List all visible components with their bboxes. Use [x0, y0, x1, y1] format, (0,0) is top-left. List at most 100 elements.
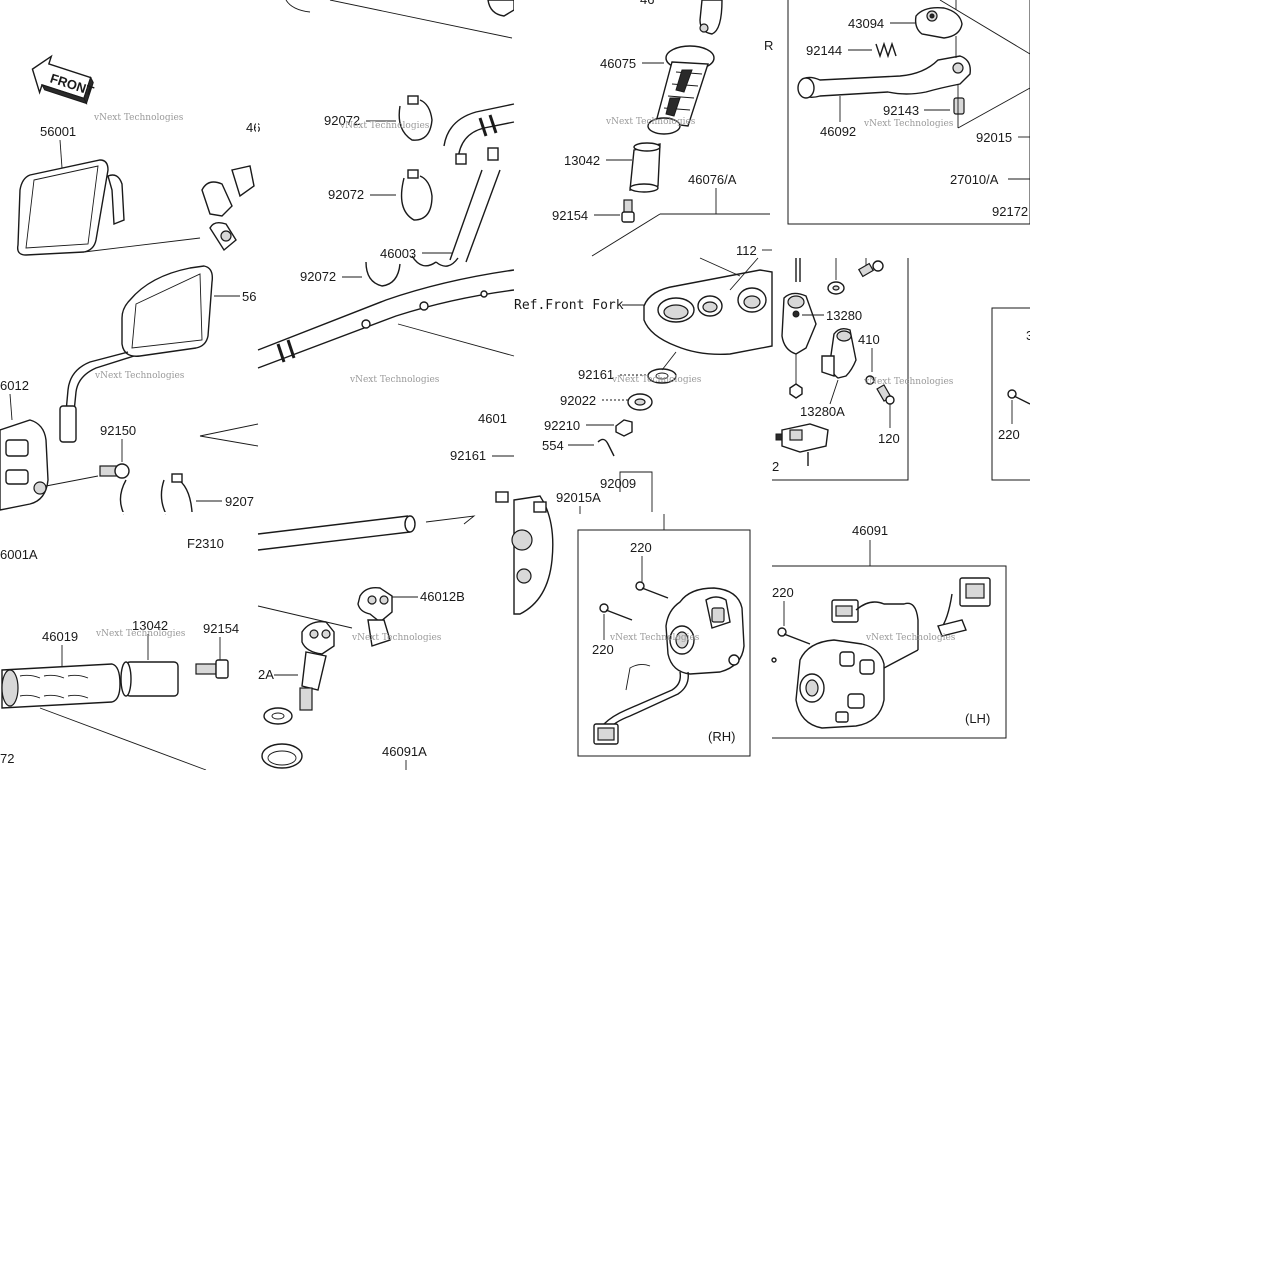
watermark-text: vNext Technologies [863, 377, 954, 387]
label-9207-clip: 9207 [225, 494, 254, 509]
label-120: 120 [878, 431, 900, 446]
label-92072-c: 92072 [300, 269, 336, 284]
watermark-text: vNext Technologies [94, 371, 185, 381]
adjuster-43094-part [914, 0, 963, 39]
label-27010a: 27010/A [950, 172, 999, 187]
label-92154-bottom: 92154 [203, 621, 239, 636]
bolt-92150-part [99, 463, 130, 479]
label-46012-left: 6012 [0, 378, 29, 393]
lh-label: (LH) [965, 711, 990, 726]
label-46075: 46075 [600, 56, 636, 71]
label-56-right: 56 [242, 289, 256, 304]
tile-lh-switch: 46091 220 (LH) [771, 523, 1007, 739]
clamp-13280a-part [821, 327, 857, 379]
label-220-rh-bottom: 220 [592, 642, 614, 657]
mirror-right-part [59, 265, 214, 443]
tile-left-grip: 6001A F2310 46019 13042 92154 72 [0, 536, 239, 771]
weight-13042-top-part [629, 142, 661, 193]
label-r-partial: R [764, 38, 773, 53]
watermark-text: vNext Technologies [95, 629, 186, 639]
screw-far-part [1007, 389, 1031, 405]
label-3-partial: 3 [1026, 328, 1033, 343]
bracket-part [201, 165, 255, 252]
label-46012b: 46012B [420, 589, 465, 604]
rh-switch-cable-part [593, 663, 689, 745]
top-clamp-part [643, 257, 773, 356]
label-2a: 2A [258, 667, 274, 682]
label-92143: 92143 [883, 103, 919, 118]
figure-code: F2310 [187, 536, 224, 551]
spring-92144-part [875, 41, 897, 59]
riser-left-part [299, 621, 335, 711]
label-13280: 13280 [826, 308, 862, 323]
label-43094: 43094 [848, 16, 884, 31]
handlebar-tube-lower-part [257, 269, 515, 369]
rh-label: (RH) [708, 729, 735, 744]
label-92009: 92009 [600, 476, 636, 491]
tile-rh-switch: 92009 92015A 220 220 [495, 471, 751, 757]
label-46-top: 46 [246, 120, 260, 135]
watermark-text: vNext Technologies [605, 117, 696, 127]
label-410: 410 [858, 332, 880, 347]
watermarks: vNext Technologies vNext Technologies vN… [93, 113, 956, 643]
grip-left-part [1, 663, 121, 709]
label-92161-right: 92161 [578, 367, 614, 382]
riser-46012b-part [357, 586, 393, 647]
label-13042-bottom: 13042 [132, 618, 168, 633]
label-13280a: 13280A [800, 404, 845, 419]
label-56001-top: 56001 [40, 124, 76, 139]
label-92210: 92210 [544, 418, 580, 433]
rh-switch-housing-part [665, 587, 745, 675]
front-arrow-icon: FRONT [31, 54, 96, 105]
label-46076a: 46076/A [688, 172, 737, 187]
label-92072-b: 92072 [328, 187, 364, 202]
label-46012-mid: 4601 [478, 411, 507, 426]
handlebar-tube-upper-part [443, 103, 515, 263]
label-92015: 92015 [976, 130, 1012, 145]
label-92072-a: 92072 [324, 113, 360, 128]
label-92161-mid: 92161 [450, 448, 486, 463]
rh-switch-frame [577, 529, 751, 757]
grip-end-part [699, 0, 723, 35]
label-46003: 46003 [380, 246, 416, 261]
label-220-lh: 220 [772, 585, 794, 600]
label-13042-top: 13042 [564, 153, 600, 168]
tile-clutch-lever: 43094 92144 46092 92143 92015 27010/A [787, 0, 1031, 225]
clip-part [119, 473, 193, 515]
label-92144: 92144 [806, 43, 842, 58]
watermark-text: vNext Technologies [609, 633, 700, 643]
label-46019: 46019 [42, 629, 78, 644]
label-92150: 92150 [100, 423, 136, 438]
leader-line [59, 139, 63, 169]
clutch-switch-part [775, 423, 829, 466]
clamp-13280-part [781, 292, 817, 399]
watermark-text: vNext Technologies [611, 375, 702, 385]
throttle-grip-part [647, 45, 715, 135]
label-92154-top: 92154 [552, 208, 588, 223]
watermark-text: vNext Technologies [349, 375, 440, 385]
bar-tube-part [257, 515, 476, 551]
screw-rh-top-part [635, 581, 669, 599]
bolt-92154-top-part [621, 199, 635, 223]
bolts-top-part [795, 258, 884, 295]
label-92015a: 92015A [556, 490, 601, 505]
lh-connector-part [831, 577, 991, 650]
lh-switch-housing-part [771, 639, 919, 729]
weight-13042-part [120, 661, 179, 697]
screw-rh-mid-part [599, 603, 633, 621]
tile-mirror-right: 56 6012 92150 9207 [0, 265, 259, 515]
label-220-far: 220 [998, 427, 1020, 442]
label-2-small: 2 [772, 459, 779, 474]
tile-far-right: 3 220 [991, 307, 1033, 481]
ref-front-fork: Ref.Front Fork [514, 298, 624, 313]
screw-lh-part [777, 627, 811, 645]
bracket-lower-part [495, 491, 554, 615]
clamp-band-a-part [398, 95, 433, 141]
label-220-rh-top: 220 [630, 540, 652, 555]
watermark-text: vNext Technologies [863, 119, 954, 129]
clutch-lever-part [797, 36, 971, 99]
tile-lever-clamp: 13280 410 13280A 120 2 [772, 258, 909, 481]
tile-mirror-left: FRONT 56001 46 [16, 54, 260, 256]
